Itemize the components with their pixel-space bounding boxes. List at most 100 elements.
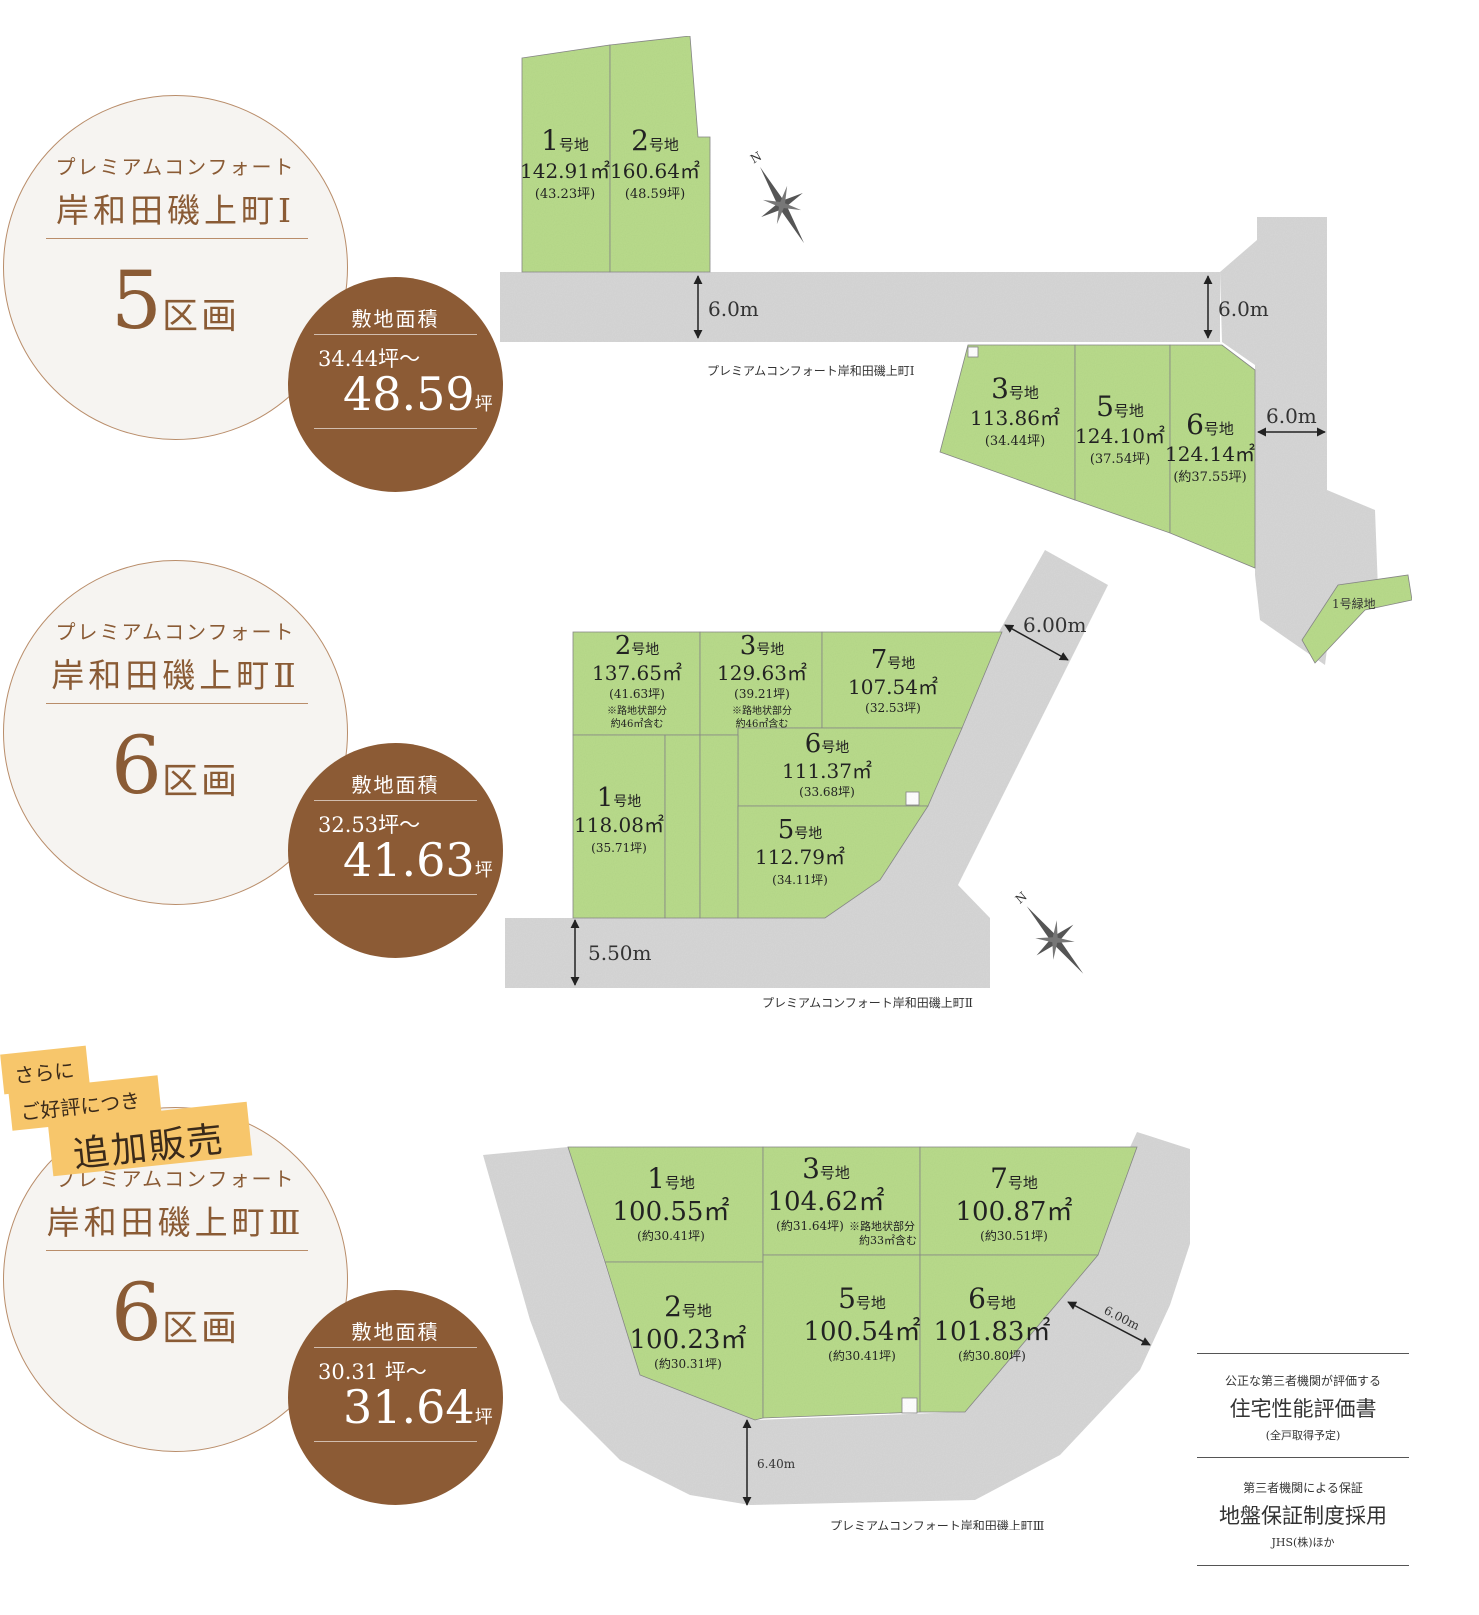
svg-text:100.54㎡: 100.54㎡ [804,1317,921,1347]
svg-text:107.54㎡: 107.54㎡ [848,675,938,699]
lot-label: 2号地 100.23㎡ (約30.31坪) [630,1290,747,1371]
lot-label: 5号地 124.10㎡ (37.54坪) [1075,390,1165,467]
svg-text:(約30.51坪): (約30.51坪) [980,1228,1048,1243]
svg-text:3号地: 3号地 [802,1152,850,1185]
lot-6 [919,1254,1099,1413]
legend-big: 地盤保証制度採用 [1219,1504,1387,1528]
road [483,1132,1190,1505]
svg-text:104.62㎡: 104.62㎡ [768,1187,885,1217]
svg-text:N: N [748,149,764,166]
area-max: 31.64坪 [343,1380,493,1434]
svg-text:(37.54坪): (37.54坪) [1090,452,1150,467]
road-width-label: 6.00m [1023,613,1087,637]
area-label: 敷地面積 [351,1320,440,1344]
legend-divider [1197,1457,1409,1458]
area-min: 32.53坪～ [318,813,421,837]
divider [314,334,477,335]
svg-text:(約30.41坪): (約30.41坪) [637,1228,705,1243]
section2-title: 岸和田磯上町Ⅱ [51,656,300,695]
legend-small: 公正な第三者機関が評価する [1224,1374,1381,1388]
area-min: 30.31 坪～ [318,1360,427,1384]
section2-subtitle: プレミアムコンフォート [55,620,296,644]
road-width-label: 6.0m [708,297,759,321]
area-label: 敷地面積 [351,773,440,797]
lot-label: 5号地 112.79㎡ (34.11坪) [755,815,845,887]
road [1220,217,1378,665]
section2-area-circle: 敷地面積 32.53坪～ 41.63坪 [288,743,503,958]
svg-text:5号地: 5号地 [838,1282,886,1315]
svg-text:(34.11坪): (34.11坪) [772,873,828,887]
svg-text:約46㎡含む: 約46㎡含む [611,717,664,730]
svg-text:100.55㎡: 100.55㎡ [613,1197,730,1227]
divider [314,1347,477,1348]
section2-site-map: 6.00m 5.50m プレミアムコンフォート岸和田磯上町Ⅱ N 2号地 137… [505,550,1108,1010]
section1-site-map: 6.0m 6.0m 6.0m プレミアムコンフォート岸和田磯上町Ⅰ 1号緑地 N… [500,35,1413,665]
lot-2 [609,35,711,273]
svg-text:2号地: 2号地 [615,631,660,661]
greenbelt-label: 1号緑地 [1332,596,1376,611]
road [505,918,990,988]
svg-text:160.64㎡: 160.64㎡ [610,159,700,183]
svg-text:1号地: 1号地 [647,1162,695,1195]
section3-area-circle: 敷地面積 30.31 坪～ 31.64坪 [288,1290,503,1505]
corner-marker [905,791,920,806]
svg-text:118.08㎡: 118.08㎡ [574,813,664,837]
area-max-unit: 坪 [474,860,493,881]
lot-label: 2号地 137.65㎡ (41.63坪) ※路地状部分 約46㎡含む [592,631,682,730]
svg-text:(約37.55坪): (約37.55坪) [1173,470,1246,485]
area-max: 41.63坪 [343,833,493,887]
svg-text:6号地: 6号地 [1186,408,1234,441]
divider [314,1441,477,1442]
road-width-arrow [1004,624,1069,661]
svg-text:6号地: 6号地 [968,1282,1016,1315]
area-label: 敷地面積 [351,307,440,331]
legend-item-ground: 第三者機関による保証 地盤保証制度採用 JHS(株)ほか [1197,1479,1409,1550]
svg-text:2号地: 2号地 [664,1290,712,1323]
legend-big: 住宅性能評価書 [1229,1397,1377,1421]
lot-6 [1169,344,1256,569]
road-width-label: 6.0m [1218,297,1269,321]
svg-text:7号地: 7号地 [871,645,916,675]
lot-label: 7号地 107.54㎡ (32.53坪) [848,645,938,715]
compass-icon: N [748,149,804,244]
svg-text:(約30.31坪): (約30.31坪) [654,1356,722,1371]
divider [314,800,477,801]
map-caption: プレミアムコンフォート岸和田磯上町Ⅰ [707,364,915,378]
divider [46,238,308,240]
divider [46,703,308,705]
map-caption: プレミアムコンフォート岸和田磯上町Ⅱ [762,996,973,1010]
section2-lot-count: 6区画 [4,719,347,812]
greenbelt [1301,574,1413,664]
lot-flagpole [699,734,739,919]
svg-text:101.83㎡: 101.83㎡ [934,1317,1051,1347]
svg-text:3号地: 3号地 [740,631,785,661]
lot-2 [604,1261,764,1421]
svg-text:6号地: 6号地 [805,729,850,759]
svg-text:113.86㎡: 113.86㎡ [970,406,1060,430]
svg-text:(約30.41坪): (約30.41坪) [828,1348,896,1363]
svg-text:N: N [1013,889,1030,906]
svg-text:124.14㎡: 124.14㎡ [1165,442,1255,466]
svg-text:(41.63坪): (41.63坪) [609,687,665,701]
lot-label: 6号地 124.14㎡ (約37.55坪) [1165,408,1255,485]
count-unit: 区画 [161,296,240,337]
lot-label: 3号地 129.63㎡ (39.21坪) ※路地状部分 約46㎡含む [717,631,807,730]
count-unit: 区画 [161,761,240,802]
svg-text:112.79㎡: 112.79㎡ [755,845,845,869]
svg-text:137.65㎡: 137.65㎡ [592,661,682,685]
area-max-value: 41.63 [343,833,475,887]
svg-text:1号地: 1号地 [597,783,642,813]
lot-label: 7号地 100.87㎡ (約30.51坪) [956,1162,1073,1243]
legend-note: (全戸取得予定) [1265,1429,1341,1442]
section1-area-circle: 敷地面積 34.44坪～ 48.59坪 [288,277,503,492]
area-max-unit: 坪 [474,394,493,415]
area-max-value: 31.64 [343,1380,475,1434]
section1-lot-count: 5区画 [4,254,347,347]
svg-text:3号地: 3号地 [991,372,1039,405]
svg-text:5号地: 5号地 [778,815,823,845]
lot-label: 1号地 118.08㎡ (35.71坪) [574,783,664,855]
road-width-arrow [1067,1301,1151,1346]
count-number: 6 [111,1266,162,1359]
lot-label: 2号地 160.64㎡ (48.59坪) [610,124,700,202]
svg-text:(48.59坪): (48.59坪) [625,187,685,202]
